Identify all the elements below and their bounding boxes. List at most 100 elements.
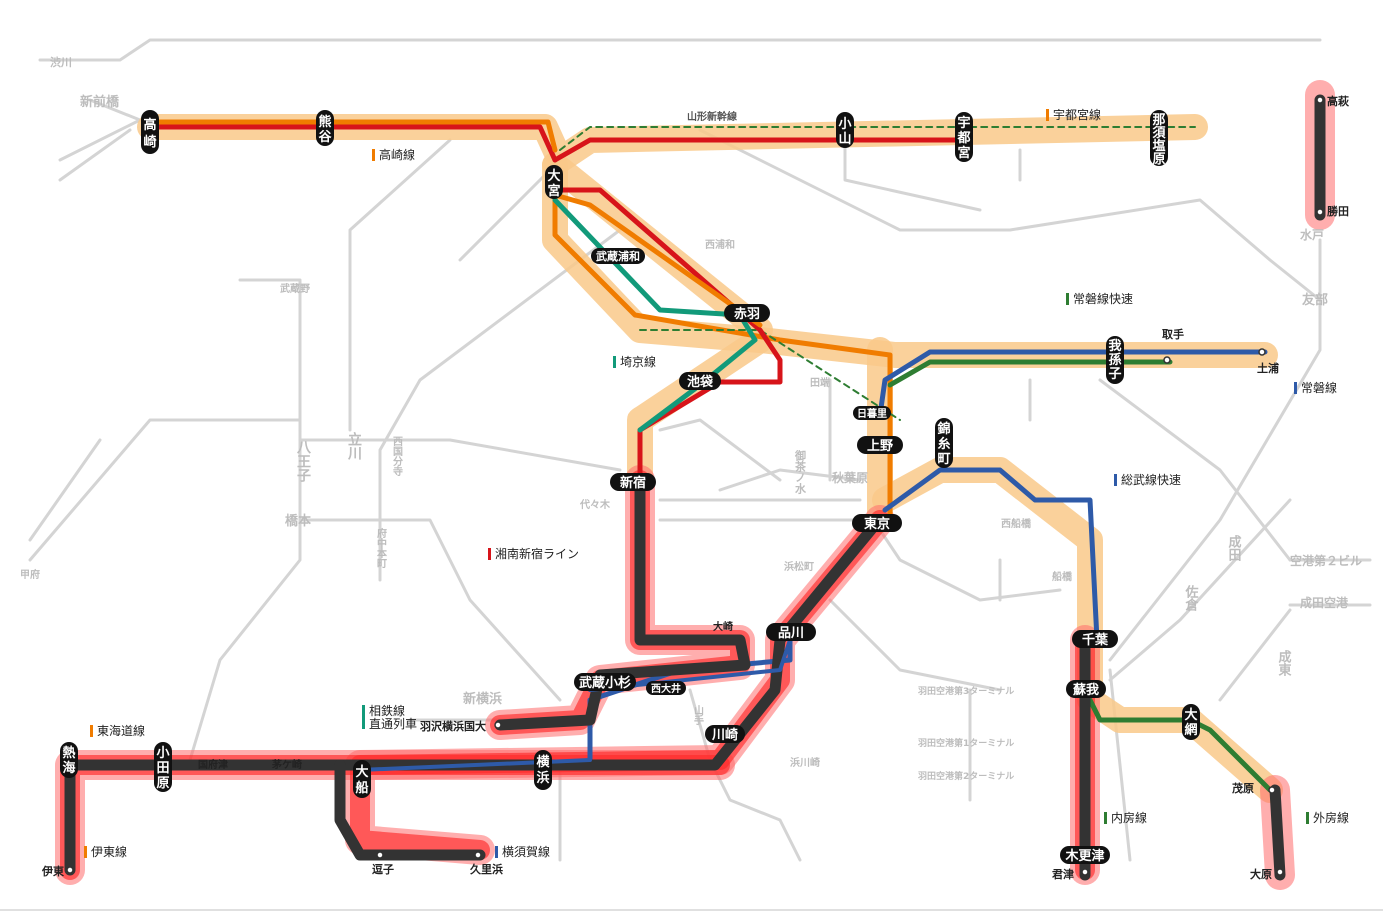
svg-text:空港第２ビル: 空港第２ビル [1290,553,1362,568]
station-nasushiobara[interactable]: 那 須 塩 原 [1150,110,1168,167]
station-label-takasaki-1: 高 [143,117,156,133]
label-chigasaki: 茅ケ崎 [272,758,302,771]
legend-tokaido: 東海道線 [97,723,145,738]
svg-text:宇: 宇 [957,115,970,131]
svg-text:羽田空港第3ターミナル: 羽田空港第3ターミナル [918,685,1014,697]
svg-text:羽田空港第2ターミナル: 羽田空港第2ターミナル [918,770,1014,782]
gray-labels: 新前橋 渋川 山形新幹線 水戸 友部 西浦和 武蔵野 代々木 田端 秋葉原 浜松… [20,55,1362,782]
station-atami[interactable]: 熱 海 [60,742,78,778]
station-oyama[interactable]: 小 山 [836,112,854,148]
svg-text:子: 子 [1108,367,1121,382]
station-nippori[interactable]: 日暮里 [853,406,891,420]
station-odawara[interactable]: 小 田 原 [154,742,172,792]
svg-text:成田: 成田 [1226,534,1242,562]
svg-text:水戸: 水戸 [1300,227,1324,242]
station-kinshicho[interactable]: 錦 糸 町 [935,418,953,468]
svg-text:宮: 宮 [957,145,970,161]
station-takasaki[interactable]: 高 崎 [141,110,159,154]
station-musashikosugi[interactable]: 武蔵小杉 [574,673,636,691]
legend-sotetsu-1: 相鉄線 [369,703,405,718]
station-kawasaki[interactable]: 川崎 [705,725,745,743]
svg-text:船: 船 [355,780,368,796]
svg-text:海: 海 [62,760,75,776]
label-ito: 伊東 [41,864,65,878]
svg-text:大: 大 [1184,707,1197,723]
svg-text:熱: 熱 [62,745,75,761]
svg-text:浜松町: 浜松町 [784,560,814,573]
station-shinagawa[interactable]: 品川 [766,623,816,641]
legend-sotetsu-2: 直通列車 [369,717,417,731]
svg-text:孫: 孫 [1108,352,1121,368]
svg-text:小: 小 [838,117,851,132]
svg-text:網: 網 [1184,722,1197,738]
svg-text:西浦和: 西浦和 [705,238,735,251]
station-omiya[interactable]: 大 宮 [545,165,563,199]
station-ueno[interactable]: 上野 [857,436,903,454]
svg-text:蘇我: 蘇我 [1072,682,1099,698]
legend-utsunomiya: 宇都宮線 [1053,107,1101,122]
legend: 高崎線 宇都宮線 常磐線快速 埼京線 常磐線 総武線快速 湘南新宿ライン 相鉄線… [84,107,1349,859]
svg-text:上野: 上野 [867,439,893,454]
station-nishioi[interactable]: 西大井 [646,681,686,695]
legend-saikyo: 埼京線 [620,354,656,369]
label-kozu: 国府津 [198,758,228,771]
svg-text:羽田空港第1ターミナル: 羽田空港第1ターミナル [918,737,1014,749]
svg-text:立川: 立川 [346,431,363,460]
svg-text:秋葉原: 秋葉原 [832,470,868,485]
svg-text:御茶ノ水: 御茶ノ水 [794,449,808,495]
legend-takasaki: 高崎線 [379,147,415,162]
station-abiko[interactable]: 我 孫 子 [1106,336,1124,384]
label-tsuchiura: 土浦 [1257,361,1279,375]
svg-text:東京: 東京 [864,516,890,532]
svg-text:我: 我 [1108,338,1121,354]
svg-text:糸: 糸 [937,436,950,452]
station-akabane[interactable]: 赤羽 [724,304,770,322]
label-ohara: 大原 [1250,867,1272,881]
station-soga[interactable]: 蘇我 [1066,680,1106,698]
svg-text:山手: 山手 [692,704,704,726]
svg-text:都: 都 [956,130,970,146]
label-kimitsu: 君津 [1052,867,1074,881]
svg-text:橋本: 橋本 [285,513,311,529]
svg-text:代々木: 代々木 [579,498,611,511]
legend-ito: 伊東線 [91,844,127,859]
station-yokohama[interactable]: 横 浜 [534,750,552,790]
svg-text:品川: 品川 [778,626,804,641]
label-hazawa: 羽沢横浜国大 [420,719,486,733]
svg-text:成東: 成東 [1276,649,1292,677]
label-toride: 取手 [1162,327,1184,341]
station-utsunomiya[interactable]: 宇 都 宮 [955,112,973,162]
svg-text:成田空港: 成田空港 [1300,595,1349,610]
station-shinjuku[interactable]: 新宿 [610,473,656,491]
black-lines [64,94,1326,881]
svg-text:浜: 浜 [536,770,549,786]
svg-text:浜川崎: 浜川崎 [790,756,820,769]
svg-text:武蔵野: 武蔵野 [280,282,310,295]
svg-text:池袋: 池袋 [687,374,714,390]
sobu-rapid [587,467,1100,768]
svg-text:西大井: 西大井 [651,682,681,695]
label-zushi: 逗子 [372,862,394,876]
station-ikebukuro[interactable]: 池袋 [679,372,721,390]
joban-line [877,349,1268,418]
station-oami[interactable]: 大 網 [1182,704,1200,740]
svg-text:新横浜: 新横浜 [463,691,502,707]
station-kisarazu[interactable]: 木更津 [1060,846,1110,864]
station-chiba[interactable]: 千葉 [1072,630,1118,648]
station-tokyo[interactable]: 東京 [852,514,902,532]
svg-text:甲府: 甲府 [20,568,40,581]
svg-text:八王子: 八王子 [295,440,312,483]
legend-yokosuka: 横須賀線 [502,844,550,859]
station-musashiurawa[interactable]: 武蔵浦和 [591,248,645,264]
svg-text:谷: 谷 [318,129,332,145]
svg-text:大: 大 [547,168,560,184]
svg-text:宮: 宮 [547,183,560,199]
svg-text:山形新幹線: 山形新幹線 [687,110,737,123]
gray-vertical-labels: 八王子 立川 西国分寺 府中本町 御茶ノ水 成田 佐倉 成東 山手 [295,431,1291,725]
svg-text:田: 田 [156,761,169,776]
station-kumagaya[interactable]: 熊 谷 [316,110,334,146]
station-ofuna[interactable]: 大 船 [353,760,371,798]
svg-text:渋川: 渋川 [50,55,72,69]
legend-shonan-shinjuku: 湘南新宿ライン [495,546,579,561]
svg-text:町: 町 [937,452,950,467]
